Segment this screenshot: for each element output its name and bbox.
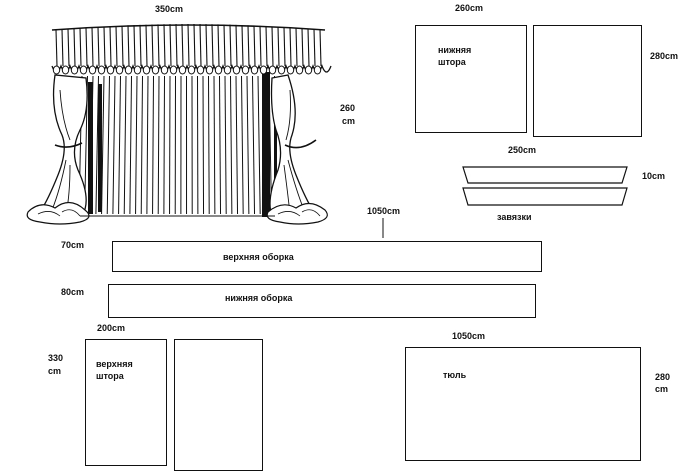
lower-curtain-label-line1: нижняя: [438, 45, 472, 55]
tie-strip-top: [462, 166, 628, 184]
tulle-height-label-top: 280: [655, 372, 671, 382]
upper-curtain-label-line2: штора: [96, 371, 124, 381]
lower-valance-name: нижняя оборка: [225, 293, 293, 303]
illustration-height-label-top: 260: [340, 103, 356, 113]
tulle-height-label-bottom: cm: [655, 384, 669, 394]
ties-name-label: завязки: [497, 212, 532, 222]
ties-width-label: 10cm: [642, 171, 666, 181]
tulle-panel: тюль: [405, 347, 641, 461]
illustration-width-label: 350cm: [155, 4, 184, 14]
valance-length-label: 1050cm: [367, 206, 401, 216]
lower-curtain-panel-left: нижняя штора: [415, 25, 527, 133]
upper-valance-name: верхняя оборка: [223, 252, 294, 262]
tulle-width-label: 1050cm: [452, 331, 486, 341]
curtain-illustration: [0, 0, 340, 230]
upper-curtain-panel-right: [174, 339, 263, 471]
upper-curtain-panel-left: верхняя штора: [85, 339, 167, 466]
upper-curtain-height-label-top: 330: [48, 353, 64, 363]
ties-length-label: 250cm: [508, 145, 537, 155]
lower-curtain-width-label: 260cm: [455, 3, 484, 13]
lower-valance-height-label: 80cm: [61, 287, 85, 297]
lower-curtain-height-label: 280cm: [650, 51, 679, 61]
upper-curtain-height-label-bottom: cm: [48, 366, 62, 376]
lower-curtain-panel-right: [533, 25, 642, 137]
curtain-drawing: [26, 23, 332, 225]
upper-curtain-width-label: 200cm: [97, 323, 126, 333]
upper-valance-strip: верхняя оборка: [112, 241, 542, 272]
tulle-name: тюль: [443, 370, 467, 380]
lower-curtain-label-line2: штора: [438, 57, 466, 67]
upper-curtain-label-line1: верхняя: [96, 359, 133, 369]
lower-valance-strip: нижняя оборка: [108, 284, 536, 318]
tie-strip-bottom: [462, 187, 628, 206]
upper-valance-height-label: 70cm: [61, 240, 85, 250]
illustration-height-label-bottom: cm: [342, 116, 356, 126]
